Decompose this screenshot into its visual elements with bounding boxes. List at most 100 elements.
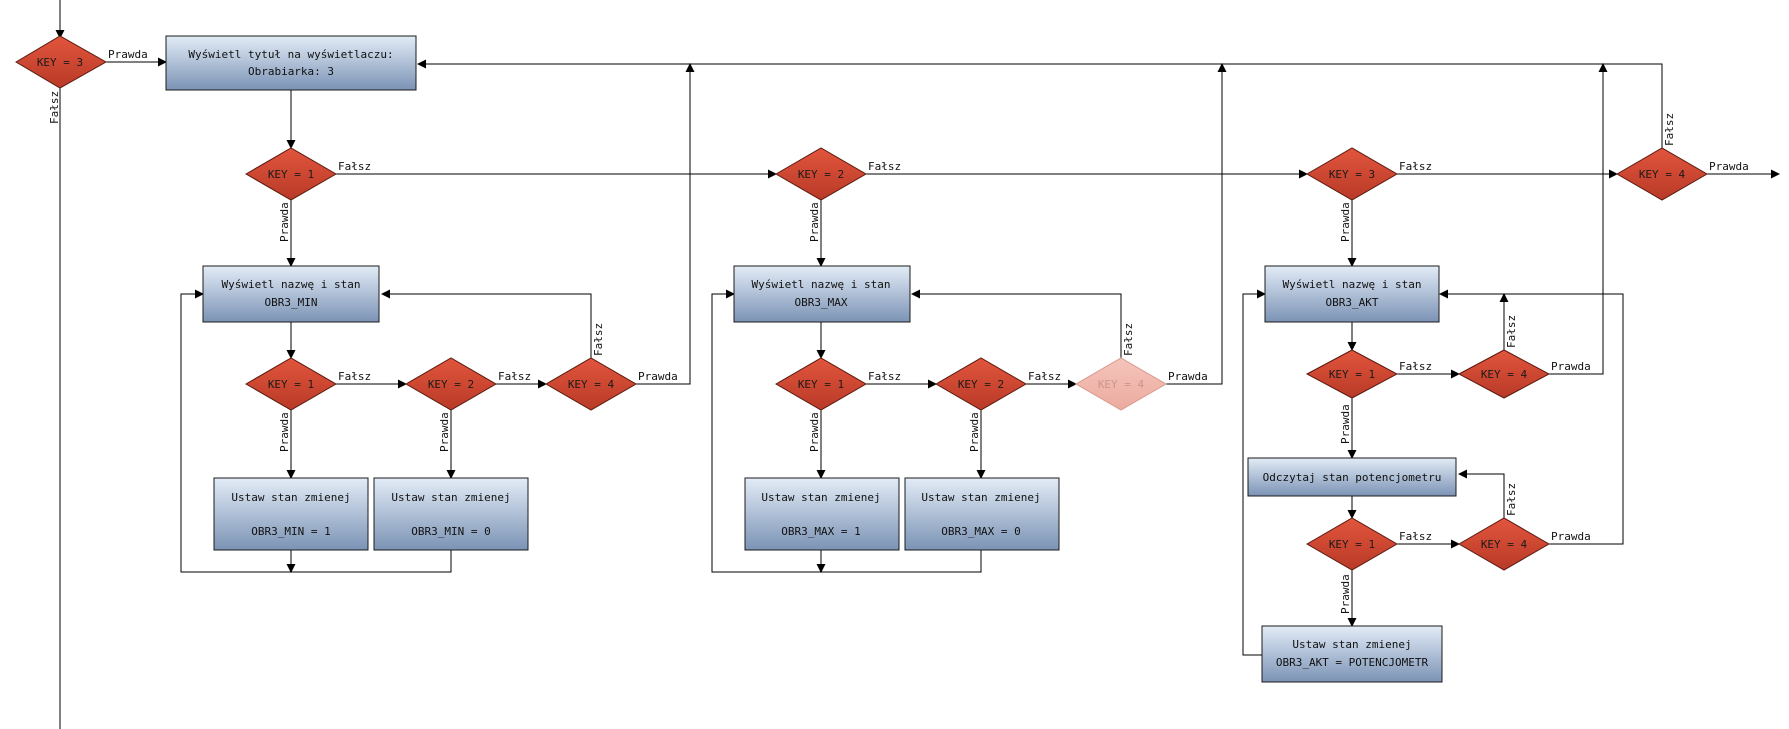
edge-max-key4-false — [911, 289, 1122, 358]
process-max-set1: Ustaw stan zmienej OBR3_MAX = 1 — [744, 477, 900, 551]
svg-text:KEY = 4: KEY = 4 — [568, 378, 615, 391]
svg-text:Ustaw stan zmienej: Ustaw stan zmienej — [921, 491, 1040, 504]
process-akt-read-pot: Odczytaj stan potencjometru — [1247, 457, 1457, 497]
decision-min-key1: KEY = 1 — [245, 357, 337, 411]
process-min-set1: Ustaw stan zmienej OBR3_MIN = 1 — [213, 477, 369, 551]
svg-text:Odczytaj stan potencjometru: Odczytaj stan potencjometru — [1263, 471, 1442, 484]
label-top-key4-true: Prawda — [1709, 160, 1749, 173]
decision-entry-key3: KEY = 3 — [15, 35, 108, 89]
decision-max-key1: KEY = 1 — [775, 357, 867, 411]
label-top-key3-false: Fałsz — [1399, 160, 1432, 173]
edge-akt-set-loop — [1242, 289, 1266, 656]
label-akt-key4b-false: Fałsz — [1505, 483, 1518, 516]
label-akt-key1a-false: Fałsz — [1399, 360, 1432, 373]
edges — [55, 0, 1780, 729]
svg-text:Ustaw stan zmienej: Ustaw stan zmienej — [761, 491, 880, 504]
svg-text:OBR3_MIN = 1: OBR3_MIN = 1 — [251, 525, 330, 538]
svg-text:Wyświetl nazwę i stan: Wyświetl nazwę i stan — [1282, 278, 1421, 291]
edge-akt-key4b-false — [1458, 469, 1505, 518]
decision-max-key2: KEY = 2 — [935, 357, 1027, 411]
svg-text:KEY = 1: KEY = 1 — [268, 378, 314, 391]
decision-max-key4-faded: KEY = 4 — [1075, 357, 1167, 411]
svg-text:KEY = 1: KEY = 1 — [1329, 538, 1375, 551]
svg-text:OBR3_MAX = 0: OBR3_MAX = 0 — [941, 525, 1020, 538]
label-akt-key4a-true: Prawda — [1551, 360, 1591, 373]
edge-akt-key4a-true — [1549, 63, 1608, 375]
svg-text:KEY = 1: KEY = 1 — [268, 168, 314, 181]
label-akt-key1a-true: Prawda — [1339, 404, 1352, 444]
label-akt-key4a-false: Fałsz — [1505, 315, 1518, 348]
label-max-key2-false: Fałsz — [1028, 370, 1061, 383]
edge-max-key4-true — [1166, 63, 1227, 385]
label-max-key1-false: Fałsz — [868, 370, 901, 383]
edge-labels: Prawda Fałsz Fałsz Fałsz Fałsz Prawda Fa… — [48, 48, 1749, 614]
svg-text:OBR3_AKT = POTENCJOMETR: OBR3_AKT = POTENCJOMETR — [1276, 656, 1429, 669]
svg-text:Wyświetl nazwę i stan: Wyświetl nazwę i stan — [221, 278, 360, 291]
svg-text:KEY = 4: KEY = 4 — [1481, 368, 1528, 381]
label-akt-key1b-true: Prawda — [1339, 574, 1352, 614]
label-top-key2-false: Fałsz — [868, 160, 901, 173]
process-title-display: Wyświetl tytuł na wyświetlaczu: Obrabiar… — [165, 35, 417, 91]
process-max-display: Wyświetl nazwę i stan OBR3_MAX — [733, 265, 911, 323]
label-akt-key1b-false: Fałsz — [1399, 530, 1432, 543]
label-min-key4-false: Fałsz — [592, 323, 605, 356]
label-min-key2-true: Prawda — [438, 412, 451, 452]
label-top-key2-true: Prawda — [808, 202, 821, 242]
process-akt-set: Ustaw stan zmienej OBR3_AKT = POTENCJOME… — [1261, 625, 1443, 683]
label-top-key1-true: Prawda — [278, 202, 291, 242]
svg-text:KEY = 3: KEY = 3 — [1329, 168, 1375, 181]
decision-min-key4: KEY = 4 — [545, 357, 637, 411]
decision-akt-key1b: KEY = 1 — [1306, 517, 1398, 571]
label-min-key1-true: Prawda — [278, 412, 291, 452]
label-top-key4-false: Fałsz — [1663, 113, 1676, 146]
svg-text:KEY = 1: KEY = 1 — [798, 378, 844, 391]
decision-akt-key4b: KEY = 4 — [1458, 517, 1550, 571]
decision-top-key1: KEY = 1 — [245, 147, 337, 201]
label-max-key2-true: Prawda — [968, 412, 981, 452]
edge-min-key4-true — [636, 63, 695, 385]
label-top-key1-false: Fałsz — [338, 160, 371, 173]
decision-top-key2: KEY = 2 — [775, 147, 867, 201]
decision-akt-key1a: KEY = 1 — [1305, 349, 1399, 399]
label-akt-key4b-true: Prawda — [1551, 530, 1591, 543]
edge-akt-key4b-true — [1439, 289, 1624, 545]
svg-text:OBR3_MIN = 0: OBR3_MIN = 0 — [411, 525, 490, 538]
decision-top-key3: KEY = 3 — [1306, 147, 1398, 201]
label-max-key4-true: Prawda — [1168, 370, 1208, 383]
decision-top-key4: KEY = 4 — [1616, 147, 1708, 201]
edge-max-set0-loop — [711, 289, 982, 573]
svg-text:Wyświetl tytuł na wyświetlaczu: Wyświetl tytuł na wyświetlaczu: — [188, 48, 393, 61]
svg-text:KEY = 4: KEY = 4 — [1639, 168, 1686, 181]
svg-text:OBR3_AKT: OBR3_AKT — [1326, 296, 1379, 309]
svg-text:KEY = 4: KEY = 4 — [1098, 378, 1145, 391]
process-min-set0: Ustaw stan zmienej OBR3_MIN = 0 — [373, 477, 529, 551]
svg-text:KEY = 1: KEY = 1 — [1329, 368, 1375, 381]
svg-text:OBR3_MIN: OBR3_MIN — [265, 296, 318, 309]
label-min-key4-true: Prawda — [638, 370, 678, 383]
svg-text:KEY = 3: KEY = 3 — [37, 56, 83, 69]
decision-akt-key4a: KEY = 4 — [1457, 349, 1551, 399]
svg-text:Ustaw stan zmienej: Ustaw stan zmienej — [1292, 638, 1411, 651]
edge-key4-return — [417, 59, 1663, 148]
svg-text:Ustaw stan zmienej: Ustaw stan zmienej — [231, 491, 350, 504]
process-akt-display: Wyświetl nazwę i stan OBR3_AKT — [1264, 265, 1440, 323]
svg-text:Ustaw stan zmienej: Ustaw stan zmienej — [391, 491, 510, 504]
decision-min-key2: KEY = 2 — [405, 357, 497, 411]
label-min-key2-false: Fałsz — [498, 370, 531, 383]
edge-min-set0-loop — [180, 289, 452, 573]
label-entry-false: Fałsz — [48, 91, 61, 124]
svg-text:KEY = 2: KEY = 2 — [958, 378, 1004, 391]
label-top-key3-true: Prawda — [1339, 202, 1352, 242]
svg-text:Obrabiarka: 3: Obrabiarka: 3 — [248, 65, 334, 78]
label-max-key4-false: Fałsz — [1122, 323, 1135, 356]
label-entry-true: Prawda — [108, 48, 148, 61]
process-max-set0: Ustaw stan zmienej OBR3_MAX = 0 — [904, 477, 1060, 551]
svg-text:KEY = 4: KEY = 4 — [1481, 538, 1528, 551]
svg-text:OBR3_MAX: OBR3_MAX — [795, 296, 848, 309]
svg-text:KEY = 2: KEY = 2 — [798, 168, 844, 181]
label-max-key1-true: Prawda — [808, 412, 821, 452]
label-min-key1-false: Fałsz — [338, 370, 371, 383]
process-min-display: Wyświetl nazwę i stan OBR3_MIN — [202, 265, 380, 323]
svg-text:OBR3_MAX = 1: OBR3_MAX = 1 — [781, 525, 860, 538]
